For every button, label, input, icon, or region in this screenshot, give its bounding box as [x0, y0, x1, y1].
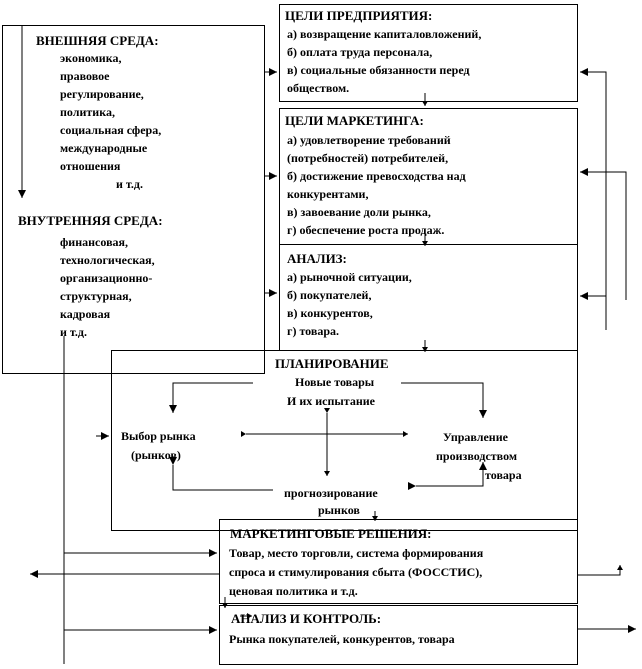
- planning-left-label: Выбор рынка: [121, 429, 196, 443]
- marketing-goals-title: ЦЕЛИ МАРКЕТИНГА:: [285, 113, 424, 128]
- marketing-decisions-item: Товар, место торговли, система формирова…: [229, 546, 484, 560]
- planning-title: ПЛАНИРОВАНИЕ: [275, 356, 389, 371]
- enterprise-goals-item: обществом.: [287, 81, 350, 95]
- enterprise-goals-item: б) оплата труда персонала,: [287, 45, 433, 59]
- marketing-goals-item: б) достижение превосходства над: [287, 169, 466, 183]
- marketing-goals-item: (потребностей) потребителей,: [287, 151, 449, 165]
- analysis-title: АНАЛИЗ:: [287, 251, 347, 266]
- external-env-item: социальная сфера,: [60, 123, 162, 137]
- analysis-item: б) покупателей,: [287, 288, 372, 302]
- planning-left-label: (рынков): [131, 448, 181, 462]
- internal-env-item: кадровая: [60, 307, 111, 321]
- marketing-decisions-item: ценовая политика и т.д.: [229, 584, 358, 598]
- internal-env-item: структурная,: [60, 289, 132, 303]
- internal-env-item: технологическая,: [60, 253, 155, 267]
- right-loop-2: [580, 168, 627, 300]
- planning-bottom-label: прогнозирование: [284, 486, 378, 500]
- planning-bottom-label: рынков: [318, 503, 360, 517]
- plan-top-left: [169, 382, 253, 413]
- planning-top-label: И их испытание: [287, 394, 375, 408]
- external-env-title: ВНЕШНЯЯ СРЕДА:: [36, 33, 159, 48]
- analysis-control-title: АНАЛИЗ И КОНТРОЛЬ:: [231, 611, 382, 626]
- planning-right-label: Управление: [443, 430, 508, 444]
- plan-bottom-right: [408, 462, 487, 490]
- planning-right-label: производством: [436, 449, 518, 463]
- planning-box: [111, 350, 578, 531]
- plan-bottom-left: [169, 457, 273, 491]
- enterprise-goals-box: [279, 4, 578, 102]
- marketing-goals-item: г) обеспечение роста продаж.: [287, 223, 445, 237]
- enterprise-goals-item: а) возвращение капиталовложений,: [287, 27, 482, 41]
- analysis-item: а) рыночной ситуации,: [287, 270, 412, 284]
- analysis-control-box: [219, 605, 578, 665]
- analysis-item: в) конкурентов,: [287, 306, 373, 320]
- external-env-item: и т.д.: [116, 177, 143, 191]
- analysis-item: г) товара.: [287, 324, 340, 338]
- planning-top-label: Новые товары: [295, 375, 375, 389]
- internal-env-item: организационно-: [60, 271, 153, 285]
- plan-top-right: [401, 382, 487, 418]
- enterprise-goals-title: ЦЕЛИ ПРЕДПРИЯТИЯ:: [285, 8, 433, 23]
- environment-box: [2, 25, 265, 374]
- marketing-goals-item: в) завоевание доли рынка,: [287, 205, 431, 219]
- external-env-item: международные: [60, 141, 148, 155]
- analysis-control-item: Рынка покупателей, конкурентов, товара: [229, 632, 455, 646]
- external-env-item: правовое: [60, 69, 110, 83]
- external-env-item: политика,: [60, 105, 115, 119]
- internal-env-item: финансовая,: [60, 235, 129, 249]
- marketing-goals-item: а) удовлетворение требований: [287, 133, 451, 147]
- external-env-item: отношения: [60, 159, 121, 173]
- planning-right-label: товара: [485, 468, 522, 482]
- marketing-decisions-title: МАРКЕТИНГОВЫЕ РЕШЕНИЯ:: [230, 526, 432, 541]
- marketing-decisions-item: спроса и стимулирования сбыта (ФОССТИС),: [229, 565, 483, 579]
- internal-env-item: и т.д.: [60, 325, 87, 339]
- enterprise-goals-item: в) социальные обязанности перед: [287, 63, 470, 77]
- external-env-item: экономика,: [60, 51, 122, 65]
- internal-env-title: ВНУТРЕННЯЯ СРЕДА:: [18, 213, 163, 228]
- marketing-goals-item: конкурентами,: [287, 187, 369, 201]
- right-loop-1: [580, 68, 607, 330]
- decisions-out-right: [578, 565, 623, 576]
- external-env-item: регулирование,: [60, 87, 144, 101]
- marketing-decisions-box: [219, 519, 578, 604]
